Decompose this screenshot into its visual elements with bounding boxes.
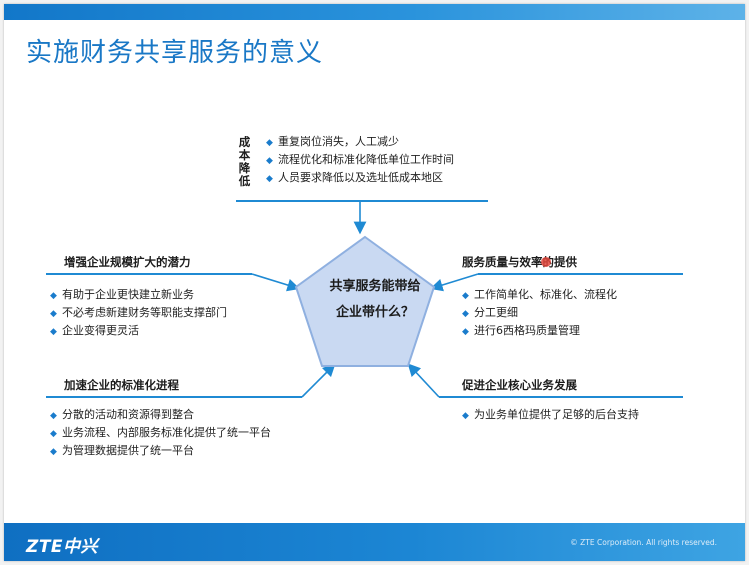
diamond-bullet-icon: ◆ (266, 138, 273, 148)
quality-section-title: 服务质量与效率的提供 (462, 255, 577, 269)
slide: 实施财务共享服务的意义 共享服务能带给 企业带什么？ 成本降低 ◆重复岗位消失，… (4, 4, 745, 561)
zte-logo: ZTE中兴 (26, 537, 99, 557)
diamond-bullet-icon: ◆ (462, 411, 469, 421)
center-pentagon (294, 235, 436, 367)
center-question-line-2: 企业带什么？ (335, 305, 414, 320)
list-item: ◆进行6西格玛质量管理 (462, 322, 617, 340)
left-lower-arrow (301, 363, 336, 398)
top-bar (4, 4, 745, 20)
diamond-bullet-icon: ◆ (266, 156, 273, 166)
list-item: ◆流程优化和标准化降低单位工作时间 (266, 151, 454, 169)
list-item: ◆为业务单位提供了足够的后台支持 (462, 406, 639, 424)
connector-diagram (46, 200, 683, 398)
copyright-text: © ZTE Corporation. All rights reserved. (570, 538, 717, 547)
right-lower-arrow (407, 363, 440, 398)
scale-section-title: 增强企业规模扩大的潜力 (64, 255, 191, 269)
center-question-line-1: 共享服务能带给 (329, 279, 421, 294)
right-upper-arrow (429, 273, 479, 292)
scale-list: ◆有助于企业更快建立新业务 ◆不必考虑新建财务等职能支撑部门 ◆企业变得更灵活 (50, 286, 227, 340)
list-item: ◆工作简单化、标准化、流程化 (462, 286, 617, 304)
standard-section-title: 加速企业的标准化进程 (64, 378, 179, 392)
list-item: ◆有助于企业更快建立新业务 (50, 286, 227, 304)
diamond-bullet-icon: ◆ (462, 327, 469, 337)
list-item: ◆不必考虑新建财务等职能支撑部门 (50, 304, 227, 322)
core-section-title: 促进企业核心业务发展 (462, 378, 577, 392)
slide-title: 实施财务共享服务的意义 (26, 38, 324, 68)
standard-list: ◆分散的活动和资源得到整合 ◆业务流程、内部服务标准化提供了统一平台 ◆为管理数… (50, 406, 271, 460)
diamond-bullet-icon: ◆ (50, 291, 57, 301)
list-item: ◆人员要求降低以及选址低成本地区 (266, 169, 454, 187)
footer-bar: ZTE中兴 © ZTE Corporation. All rights rese… (4, 523, 745, 561)
list-item: ◆分工更细 (462, 304, 617, 322)
red-dot-marker (541, 257, 551, 267)
diamond-bullet-icon: ◆ (50, 447, 57, 457)
center-question: 共享服务能带给 企业带什么？ (310, 274, 440, 326)
diamond-bullet-icon: ◆ (50, 309, 57, 319)
diamond-bullet-icon: ◆ (50, 411, 57, 421)
quality-list: ◆工作简单化、标准化、流程化 ◆分工更细 ◆进行6西格玛质量管理 (462, 286, 617, 340)
list-item: ◆分散的活动和资源得到整合 (50, 406, 271, 424)
core-list: ◆为业务单位提供了足够的后台支持 (462, 406, 639, 424)
diamond-bullet-icon: ◆ (50, 429, 57, 439)
diamond-bullet-icon: ◆ (266, 174, 273, 184)
diamond-bullet-icon: ◆ (462, 291, 469, 301)
list-item: ◆为管理数据提供了统一平台 (50, 442, 271, 460)
list-item: ◆重复岗位消失，人工减少 (266, 133, 454, 151)
cost-section-title: 成本降低 (238, 135, 251, 188)
diamond-bullet-icon: ◆ (462, 309, 469, 319)
diamond-bullet-icon: ◆ (50, 327, 57, 337)
cost-list: ◆重复岗位消失，人工减少 ◆流程优化和标准化降低单位工作时间 ◆人员要求降低以及… (266, 133, 454, 187)
list-item: ◆企业变得更灵活 (50, 322, 227, 340)
list-item: ◆业务流程、内部服务标准化提供了统一平台 (50, 424, 271, 442)
left-upper-arrow (251, 273, 301, 292)
